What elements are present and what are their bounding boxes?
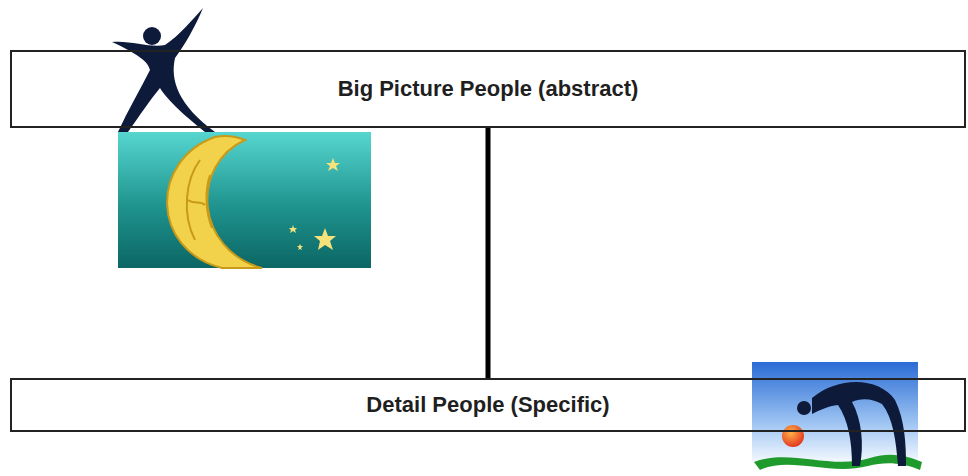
jumping-figure — [112, 8, 215, 132]
band-label: Big Picture People (abstract) — [332, 76, 645, 102]
connector-line — [486, 128, 491, 378]
band-box: Detail People (Specific) — [10, 378, 966, 432]
band-box: Big Picture People (abstract) — [10, 50, 966, 128]
band-label: Detail People (Specific) — [360, 392, 615, 418]
moon-picture — [118, 132, 371, 268]
